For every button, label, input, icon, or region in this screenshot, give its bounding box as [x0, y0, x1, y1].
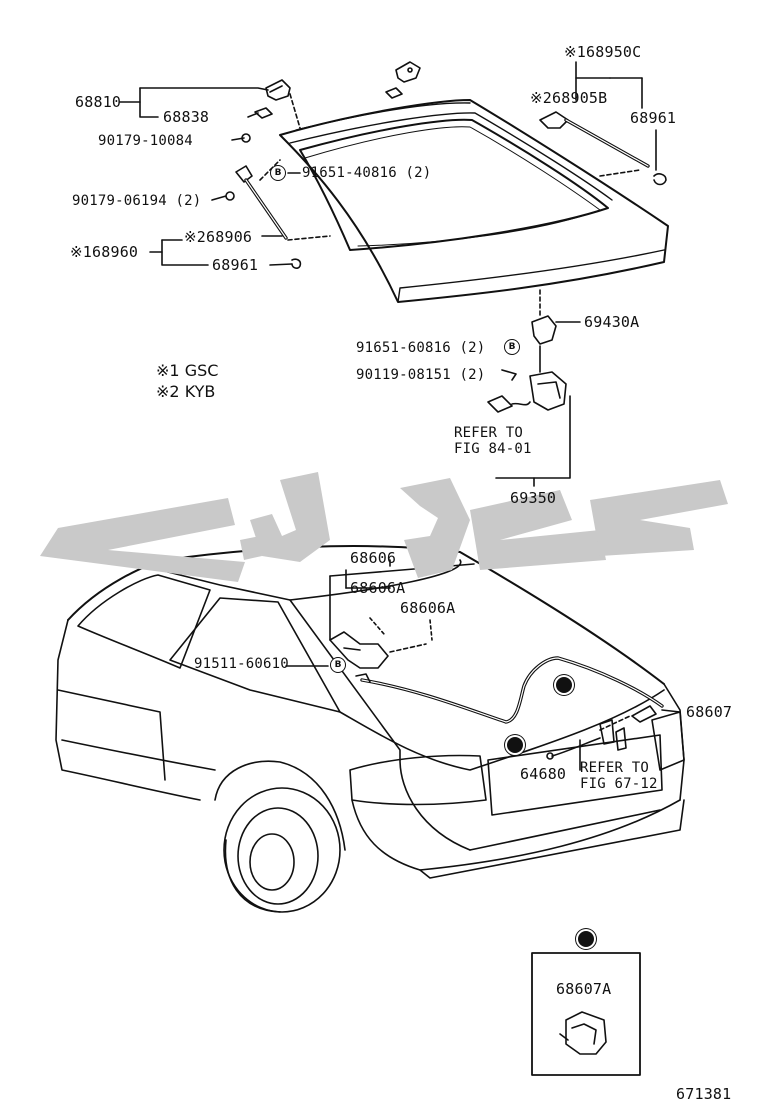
- legend-mark-2: ※2: [156, 382, 180, 401]
- dot-marker-1: [556, 677, 572, 693]
- label-68961-right: 68961: [630, 109, 677, 127]
- stay-68906: [225, 165, 302, 269]
- legend-kyb: ※2 KYB: [156, 382, 215, 401]
- label-90179-06194: 90179-06194 (2): [72, 193, 202, 209]
- watermark: [40, 472, 728, 582]
- marker-b-mid: B: [504, 339, 520, 355]
- refer-bot-line2: FIG 67-12: [580, 776, 658, 792]
- label-268905B: ※268905B: [530, 89, 608, 107]
- car-body: [55, 545, 685, 913]
- refer-top-line1: REFER TO: [454, 425, 524, 441]
- label-68961-left: 68961: [212, 256, 259, 274]
- figure-number: 671381: [676, 1085, 732, 1103]
- label-90119-08151: 90119-08151 (2): [356, 367, 486, 383]
- label-68607A: 68607A: [556, 980, 612, 998]
- label-168960: ※168960: [70, 243, 139, 261]
- top-center-bracket: [385, 61, 421, 99]
- label-90179-10084: 90179-10084: [98, 133, 193, 149]
- label-91651-60816: 91651-60816 (2): [356, 340, 486, 356]
- leaders-top-left: [119, 87, 331, 266]
- label-91511-60610: 91511-60610: [194, 656, 289, 672]
- marker-b-bottom: B: [330, 657, 346, 673]
- label-69430A: 69430A: [584, 313, 640, 331]
- label-168950C: ※168950C: [564, 43, 642, 61]
- label-68606A-1: 68606A: [350, 579, 406, 597]
- label-64680: 64680: [520, 765, 567, 783]
- hinge-68810: [241, 79, 291, 143]
- stay-68905B: [539, 61, 667, 186]
- label-69350: 69350: [510, 489, 557, 507]
- label-268906: ※268906: [184, 228, 253, 246]
- dot-marker-2: [507, 737, 523, 753]
- legend-mark-1: ※1: [156, 361, 180, 380]
- label-68606: 68606: [350, 549, 397, 567]
- release-cable-68607: [360, 656, 681, 771]
- label-68606A-2: 68606A: [400, 599, 456, 617]
- refer-bot-line1: REFER TO: [580, 760, 650, 776]
- label-68810: 68810: [75, 93, 122, 111]
- lock-69430A: [487, 289, 581, 487]
- inset-68607A: [531, 952, 641, 1076]
- marker-b-top: B: [270, 165, 286, 181]
- label-91651-40816: 91651-40816 (2): [302, 165, 432, 181]
- legend-text-1: GSC: [184, 361, 219, 380]
- label-68838: 68838: [163, 108, 210, 126]
- back-door-panel: [279, 99, 669, 303]
- legend-text-2: KYB: [184, 382, 216, 401]
- refer-top-line2: FIG 84-01: [454, 441, 532, 457]
- label-68607: 68607: [686, 703, 733, 721]
- legend-gsc: ※1 GSC: [156, 361, 218, 380]
- dot-marker-inset: [578, 931, 594, 947]
